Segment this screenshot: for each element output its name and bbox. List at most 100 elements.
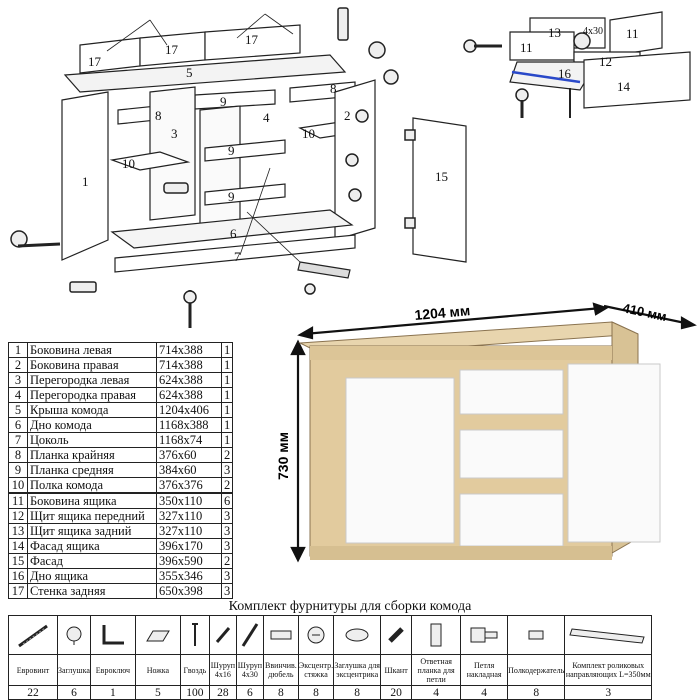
- part-name: Планка средняя: [27, 462, 157, 478]
- drawer-assembly-diagram: 13 11 11 12 16 14 4x30: [463, 11, 691, 118]
- drawer-label-14: 14: [617, 79, 631, 94]
- kit-icon-cell: [297, 615, 335, 655]
- drawer-label-13: 13: [548, 25, 561, 40]
- part-qty: 2: [220, 447, 234, 463]
- part-number: 8: [8, 447, 28, 463]
- part-number: 1: [8, 342, 28, 358]
- kit-item-name: Шуруп 4x30: [235, 654, 264, 686]
- part-name: Стенка задняя: [27, 583, 157, 599]
- part-size: 376x376: [156, 477, 222, 494]
- part-number: 7: [8, 432, 28, 448]
- part-label-9-low: 9: [228, 189, 235, 204]
- part-name: Боковина ящика: [27, 492, 157, 509]
- kit-item-qty: 22: [8, 685, 58, 700]
- part-label-6: 6: [230, 226, 237, 241]
- kit-icon-cell: [411, 615, 462, 655]
- part-name: Крыша комода: [27, 402, 157, 418]
- kit-icon-cell: [208, 615, 237, 655]
- part-number: 6: [8, 417, 28, 433]
- part-size: 355x346: [156, 568, 222, 584]
- depth-dimension: 410 мм: [621, 300, 668, 324]
- kit-icon-cell: [333, 615, 382, 655]
- part-label-1: 1: [82, 174, 89, 189]
- part-size: 396x590: [156, 553, 222, 569]
- part-qty: 1: [220, 372, 234, 388]
- kit-item-qty: 28: [208, 685, 237, 700]
- cam-cap-icon: [345, 628, 369, 642]
- kit-item-qty: 8: [507, 685, 566, 700]
- hinge-icon: [470, 627, 498, 643]
- kit-item-qty: 100: [179, 685, 210, 700]
- part-qty: 2: [220, 553, 234, 569]
- kit-item-qty: 4: [460, 685, 509, 700]
- part-number: 5: [8, 402, 28, 418]
- hinge-plate-icon: [430, 623, 442, 647]
- part-label-10-right: 10: [302, 126, 315, 141]
- kit-icon-cell: [179, 615, 210, 655]
- part-number: 17: [8, 583, 28, 599]
- part-qty: 2: [220, 477, 234, 494]
- eurobolt-icon: [18, 624, 48, 648]
- part-name: Фасад: [27, 553, 157, 569]
- kit-icon-cell: [564, 615, 653, 655]
- part-qty: 6: [220, 492, 234, 509]
- part-label-5: 5: [186, 65, 193, 80]
- kit-item-qty: 20: [380, 685, 413, 700]
- kit-item-name: Полкодержатель: [507, 654, 566, 686]
- part-number: 14: [8, 538, 28, 554]
- part-name: Цоколь: [27, 432, 157, 448]
- part-name: Фасад ящика: [27, 538, 157, 554]
- part-size: 376x60: [156, 447, 222, 463]
- part-name: Боковина правая: [27, 357, 157, 373]
- kit-item-qty: 3: [564, 685, 653, 700]
- part-name: Щит ящика задний: [27, 523, 157, 539]
- part-size: 714x388: [156, 342, 222, 358]
- drawer-label-16: 16: [558, 66, 572, 81]
- assembled-dresser-view: 1204 мм 410 мм 730 мм: [275, 300, 697, 563]
- part-number: 10: [8, 477, 28, 494]
- kit-item-qty: 6: [235, 685, 264, 700]
- part-label-4: 4: [263, 110, 270, 125]
- part-number: 12: [8, 508, 28, 524]
- part-name: Щит ящика передний: [27, 508, 157, 524]
- part-size: 327x110: [156, 508, 222, 524]
- part-name: Дно ящика: [27, 568, 157, 584]
- part-qty: 3: [220, 538, 234, 554]
- part-name: Перегородка левая: [27, 372, 157, 388]
- foot-icon: [146, 630, 170, 642]
- part-number: 2: [8, 357, 28, 373]
- part-label-8-right: 8: [330, 81, 337, 96]
- part-size: 1204x406: [156, 402, 222, 418]
- kit-item-qty: 8: [297, 685, 335, 700]
- kit-item-qty: 8: [262, 685, 299, 700]
- part-qty: 3: [220, 462, 234, 478]
- kit-item-name: Евровинт: [8, 654, 58, 686]
- kit-item-name: Шкант: [380, 654, 413, 686]
- part-name: Боковина левая: [27, 342, 157, 358]
- kit-item-name: Петля накладная: [460, 654, 509, 686]
- kit-item-name: Ввинчив. дюбель: [262, 654, 299, 686]
- drawer-label-12: 12: [599, 54, 612, 69]
- angle-mark: 4x30: [583, 26, 603, 37]
- kit-item-name: Гвоздь: [179, 654, 210, 686]
- part-size: 1168x74: [156, 432, 222, 448]
- part-size: 327x110: [156, 523, 222, 539]
- cap-icon: [66, 626, 82, 645]
- kit-icon-cell: [262, 615, 299, 655]
- kit-item-name: Комплект роликовых направляющих L=350мм: [564, 654, 653, 686]
- part-qty: 1: [220, 432, 234, 448]
- kit-item-qty: 5: [134, 685, 181, 700]
